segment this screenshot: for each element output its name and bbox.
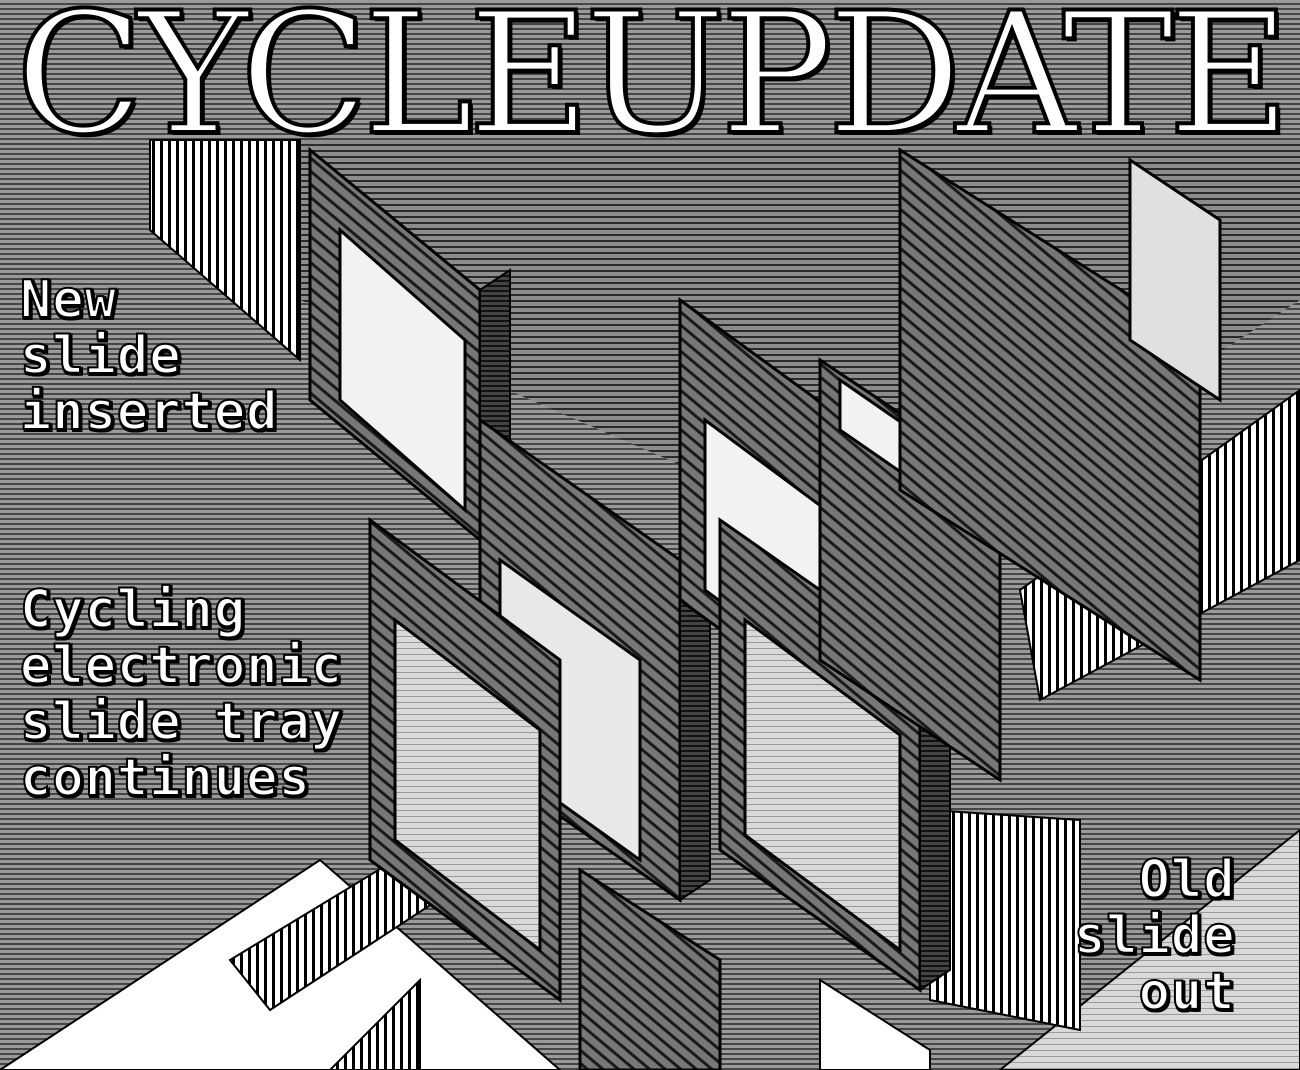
caption-line: continues bbox=[20, 750, 343, 806]
caption-line: Old bbox=[1074, 852, 1236, 908]
caption-line: Cycling bbox=[20, 582, 343, 638]
caption-line: electronic bbox=[20, 638, 343, 694]
new-slide-caption: New slide inserted bbox=[20, 272, 278, 440]
rail-bottom-right bbox=[930, 810, 1080, 1030]
page-title: CYCLEUPDATE bbox=[0, 0, 1300, 154]
caption-line: inserted bbox=[20, 384, 278, 440]
caption-line: slide tray bbox=[20, 694, 343, 750]
caption-line: out bbox=[1074, 964, 1236, 1020]
caption-line: slide bbox=[1074, 908, 1236, 964]
caption-line: slide bbox=[20, 328, 278, 384]
caption-line: New bbox=[20, 272, 278, 328]
old-slide-caption: Old slide out bbox=[1074, 852, 1236, 1020]
cycling-tray-caption: Cycling electronic slide tray continues bbox=[20, 582, 343, 806]
